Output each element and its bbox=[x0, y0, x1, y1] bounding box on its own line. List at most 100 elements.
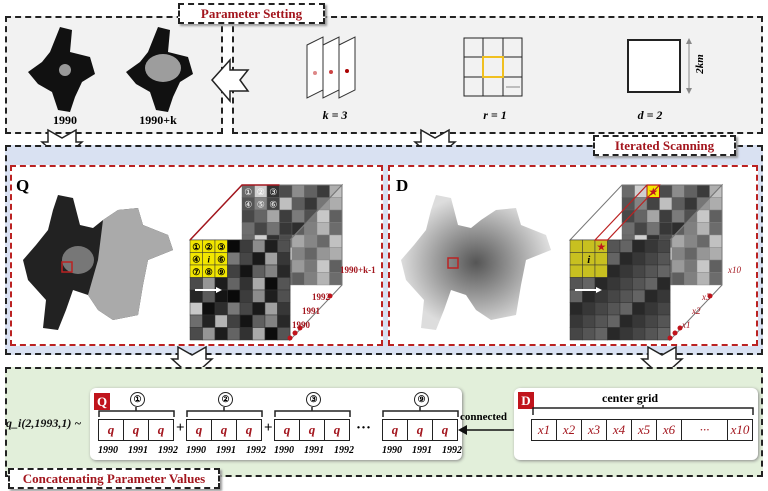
cube-cell bbox=[619, 277, 633, 291]
map-label-1990: 1990 bbox=[53, 113, 77, 127]
cube-cell bbox=[252, 277, 266, 291]
cube-cell bbox=[239, 264, 253, 278]
cube-cell bbox=[264, 277, 278, 291]
cube-cell bbox=[582, 314, 596, 328]
neighbor-cell-number: ⑦ bbox=[192, 267, 200, 277]
center-grid-cell: x5 bbox=[632, 420, 657, 440]
cube-cell bbox=[569, 289, 583, 303]
k-label: k = 3 bbox=[322, 108, 348, 122]
center-column-outline bbox=[593, 184, 661, 241]
cube-cell bbox=[619, 289, 633, 303]
cube-cell bbox=[202, 314, 216, 328]
year-label: 1992 bbox=[246, 445, 266, 456]
iterated-scanning-title: Iterated Scanning bbox=[593, 135, 736, 156]
q-cell: q bbox=[99, 420, 124, 440]
q-cell: q bbox=[333, 422, 341, 437]
group-number: ② bbox=[218, 392, 233, 407]
d-label: d = 2 bbox=[637, 108, 663, 122]
center-grid-label: center grid bbox=[602, 391, 659, 405]
dimension-arrow-icon bbox=[686, 38, 692, 94]
layer-dot bbox=[327, 293, 333, 299]
ellipsis: ··· bbox=[356, 420, 372, 436]
layer-dot bbox=[672, 330, 678, 336]
parameter-setting-title: Parameter Setting bbox=[178, 3, 325, 24]
cube-cell bbox=[569, 252, 583, 266]
cube-cell bbox=[252, 252, 266, 266]
d-panel-label: D bbox=[396, 176, 409, 195]
center-grid-cell: x6 bbox=[657, 420, 682, 440]
cube-cell bbox=[619, 327, 633, 341]
cube-cell bbox=[239, 239, 253, 253]
q-panel-label: Q bbox=[16, 176, 30, 195]
cube-cell bbox=[239, 302, 253, 316]
cube-cell bbox=[644, 264, 658, 278]
layer-cell-number: ⑥ bbox=[269, 199, 277, 209]
cube-cell bbox=[619, 252, 633, 266]
r-label: r = 1 bbox=[483, 108, 507, 122]
cube-cell bbox=[189, 277, 203, 291]
q-cell: q bbox=[441, 422, 449, 437]
cube-cell bbox=[239, 252, 253, 266]
connected-label: connected bbox=[460, 411, 508, 423]
group-number: ③ bbox=[306, 392, 321, 407]
cube-cell bbox=[644, 252, 658, 266]
cube-cell bbox=[607, 314, 621, 328]
cube-cell bbox=[277, 239, 291, 253]
cube-cell bbox=[582, 289, 596, 303]
layer-dot bbox=[287, 335, 293, 341]
cube-cell bbox=[632, 302, 646, 316]
year-label: 1991 bbox=[304, 445, 324, 456]
cube-cell bbox=[632, 252, 646, 266]
q-year-label: 1990 bbox=[292, 320, 310, 330]
q-year-label: 1990+k-1 bbox=[340, 265, 376, 275]
plus-sign: + bbox=[264, 420, 273, 436]
layer-cell-number: ⑤ bbox=[257, 199, 265, 209]
cube-cell bbox=[264, 289, 278, 303]
group-bracket bbox=[98, 407, 175, 417]
cube-cell bbox=[227, 302, 241, 316]
down-arrow-icon bbox=[640, 345, 684, 379]
cube-cell bbox=[607, 327, 621, 341]
neighbor-cell-number: ⑥ bbox=[217, 254, 225, 264]
scan-arrow-head bbox=[596, 287, 602, 293]
q-cell: q bbox=[408, 420, 433, 440]
layer-dot bbox=[297, 325, 303, 331]
cube-cell bbox=[239, 314, 253, 328]
cube-cell bbox=[227, 239, 241, 253]
year-label: 1992 bbox=[442, 445, 462, 456]
center-grid-cell: x3 bbox=[582, 420, 607, 440]
q-cell: q bbox=[157, 422, 165, 437]
cube-cell bbox=[264, 302, 278, 316]
cube-cell bbox=[632, 314, 646, 328]
cube-cell bbox=[239, 277, 253, 291]
q-cell: q bbox=[124, 420, 149, 440]
cube-cell bbox=[189, 314, 203, 328]
cube-cell bbox=[277, 289, 291, 303]
q-cell: q bbox=[187, 420, 212, 440]
cube-cell bbox=[657, 289, 671, 303]
cube-cell bbox=[277, 277, 291, 291]
cube-cell bbox=[214, 314, 228, 328]
neighbor-cell-number: ④ bbox=[192, 254, 200, 264]
cube-cell bbox=[632, 264, 646, 278]
neighbor-cell-number: i bbox=[207, 254, 210, 264]
left-arrow-icon bbox=[211, 58, 250, 103]
cube-cell bbox=[252, 264, 266, 278]
q-cell: q bbox=[275, 420, 300, 440]
urban-map-1990 bbox=[28, 27, 95, 112]
year-label: 1990 bbox=[274, 445, 294, 456]
layer-cell-number: ③ bbox=[269, 187, 277, 197]
layer-dot bbox=[677, 325, 683, 331]
q-cell: q bbox=[383, 420, 408, 440]
cube-cell bbox=[644, 327, 658, 341]
cube-cell bbox=[582, 302, 596, 316]
q-year-label: 1992 bbox=[312, 292, 330, 302]
cube-cell bbox=[657, 327, 671, 341]
neighbor-cell-number: ⑧ bbox=[205, 267, 213, 277]
d-layer-label: x10 bbox=[728, 265, 741, 275]
cube-cell bbox=[607, 239, 621, 253]
cube-cell bbox=[214, 302, 228, 316]
